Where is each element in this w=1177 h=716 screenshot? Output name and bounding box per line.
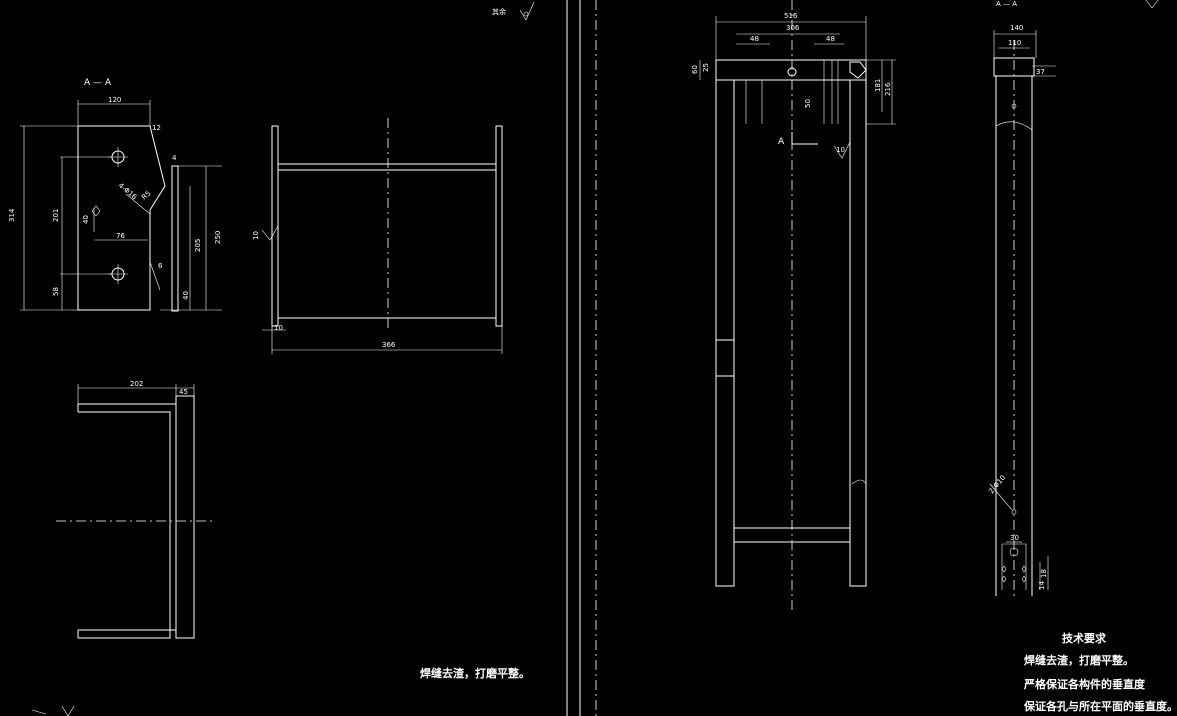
weld-symbol	[261, 225, 279, 241]
dim-48b: 48	[826, 35, 835, 43]
dim-30: 30	[1010, 534, 1019, 542]
dim-306: 306	[786, 24, 800, 32]
left-weld-note: 焊缝去渣，打磨平整。	[420, 666, 530, 680]
dim-205: 205	[194, 239, 202, 252]
right-post	[495, 125, 503, 327]
left-post	[271, 125, 279, 327]
dim-6: 6	[158, 262, 163, 270]
tech-line-3: 保证各孔与所在平面的垂直度。	[1023, 699, 1177, 713]
tech-requirements: 技术要求 焊缝去渣，打磨平整。 严格保证各构件的垂直度 保证各孔与所在平面的垂直…	[1023, 631, 1177, 713]
roughness-note: 其余	[492, 7, 506, 16]
dim-18: 18	[1040, 569, 1048, 578]
plan-flange	[175, 395, 195, 639]
dim-4: 4	[172, 154, 177, 162]
dim-201: 201	[52, 209, 60, 222]
main-left-post	[715, 79, 735, 587]
dim-12: 12	[152, 124, 161, 132]
front-frame-view: 366 10 10	[252, 118, 503, 354]
dim-37: 37	[1036, 68, 1045, 76]
dim-45: 45	[179, 388, 188, 396]
dim-76: 76	[116, 232, 125, 240]
tech-line-1: 焊缝去渣，打磨平整。	[1024, 653, 1134, 667]
top-bar	[277, 163, 497, 171]
dim-r5: R5	[140, 189, 152, 201]
section-aa-right: A — A	[996, 0, 1017, 8]
dim-110: 110	[1008, 39, 1021, 47]
side-slot	[715, 339, 735, 377]
dim-181: 181	[874, 79, 882, 92]
dim-366: 366	[382, 341, 396, 349]
dim-250: 250	[214, 231, 222, 244]
svg-text:10: 10	[836, 146, 845, 154]
dim-140: 140	[1010, 24, 1023, 32]
bottom-hole	[1009, 547, 1019, 557]
dim-14: 14	[1038, 581, 1046, 590]
flange	[171, 165, 179, 312]
section-aa-label: A — A	[84, 78, 112, 88]
dim-516: 516	[784, 12, 798, 20]
dim-50: 50	[804, 99, 812, 108]
dim-10: 10	[274, 324, 283, 332]
roughness-symbol	[519, 1, 535, 21]
tech-line-2: 严格保证各构件的垂直度	[1023, 677, 1146, 691]
section-marker: A	[778, 137, 785, 147]
top-hole	[787, 67, 797, 77]
dim-120: 120	[108, 96, 121, 104]
top-beam	[715, 59, 867, 81]
dim-216: 216	[884, 82, 892, 96]
section-aa-view: A — A 120 314 201 58 40 76 4 250 205 40	[8, 78, 222, 312]
dim-25: 25	[702, 63, 710, 72]
side-plate-outline	[77, 125, 166, 311]
dim-202: 202	[130, 380, 143, 388]
dim-58: 58	[52, 287, 60, 296]
main-right-post	[849, 79, 867, 587]
plan-view: 202 45	[56, 380, 214, 639]
tech-title: 技术要求	[1062, 631, 1107, 645]
dim-40: 40	[82, 215, 90, 224]
dim-60: 60	[691, 65, 699, 74]
svg-text:10: 10	[252, 231, 260, 240]
dim-4-holes: 4-Φ16	[117, 181, 139, 201]
dim-40b: 40	[182, 291, 190, 300]
main-frame-view: 516 306 48 48 60 25 181 216 50 A 10	[691, 0, 896, 612]
dim-48a: 48	[750, 35, 759, 43]
side-section-view: A — A 140 110 37 2-Φ10 30 14 18	[987, 0, 1056, 600]
dim-314: 314	[8, 208, 16, 222]
